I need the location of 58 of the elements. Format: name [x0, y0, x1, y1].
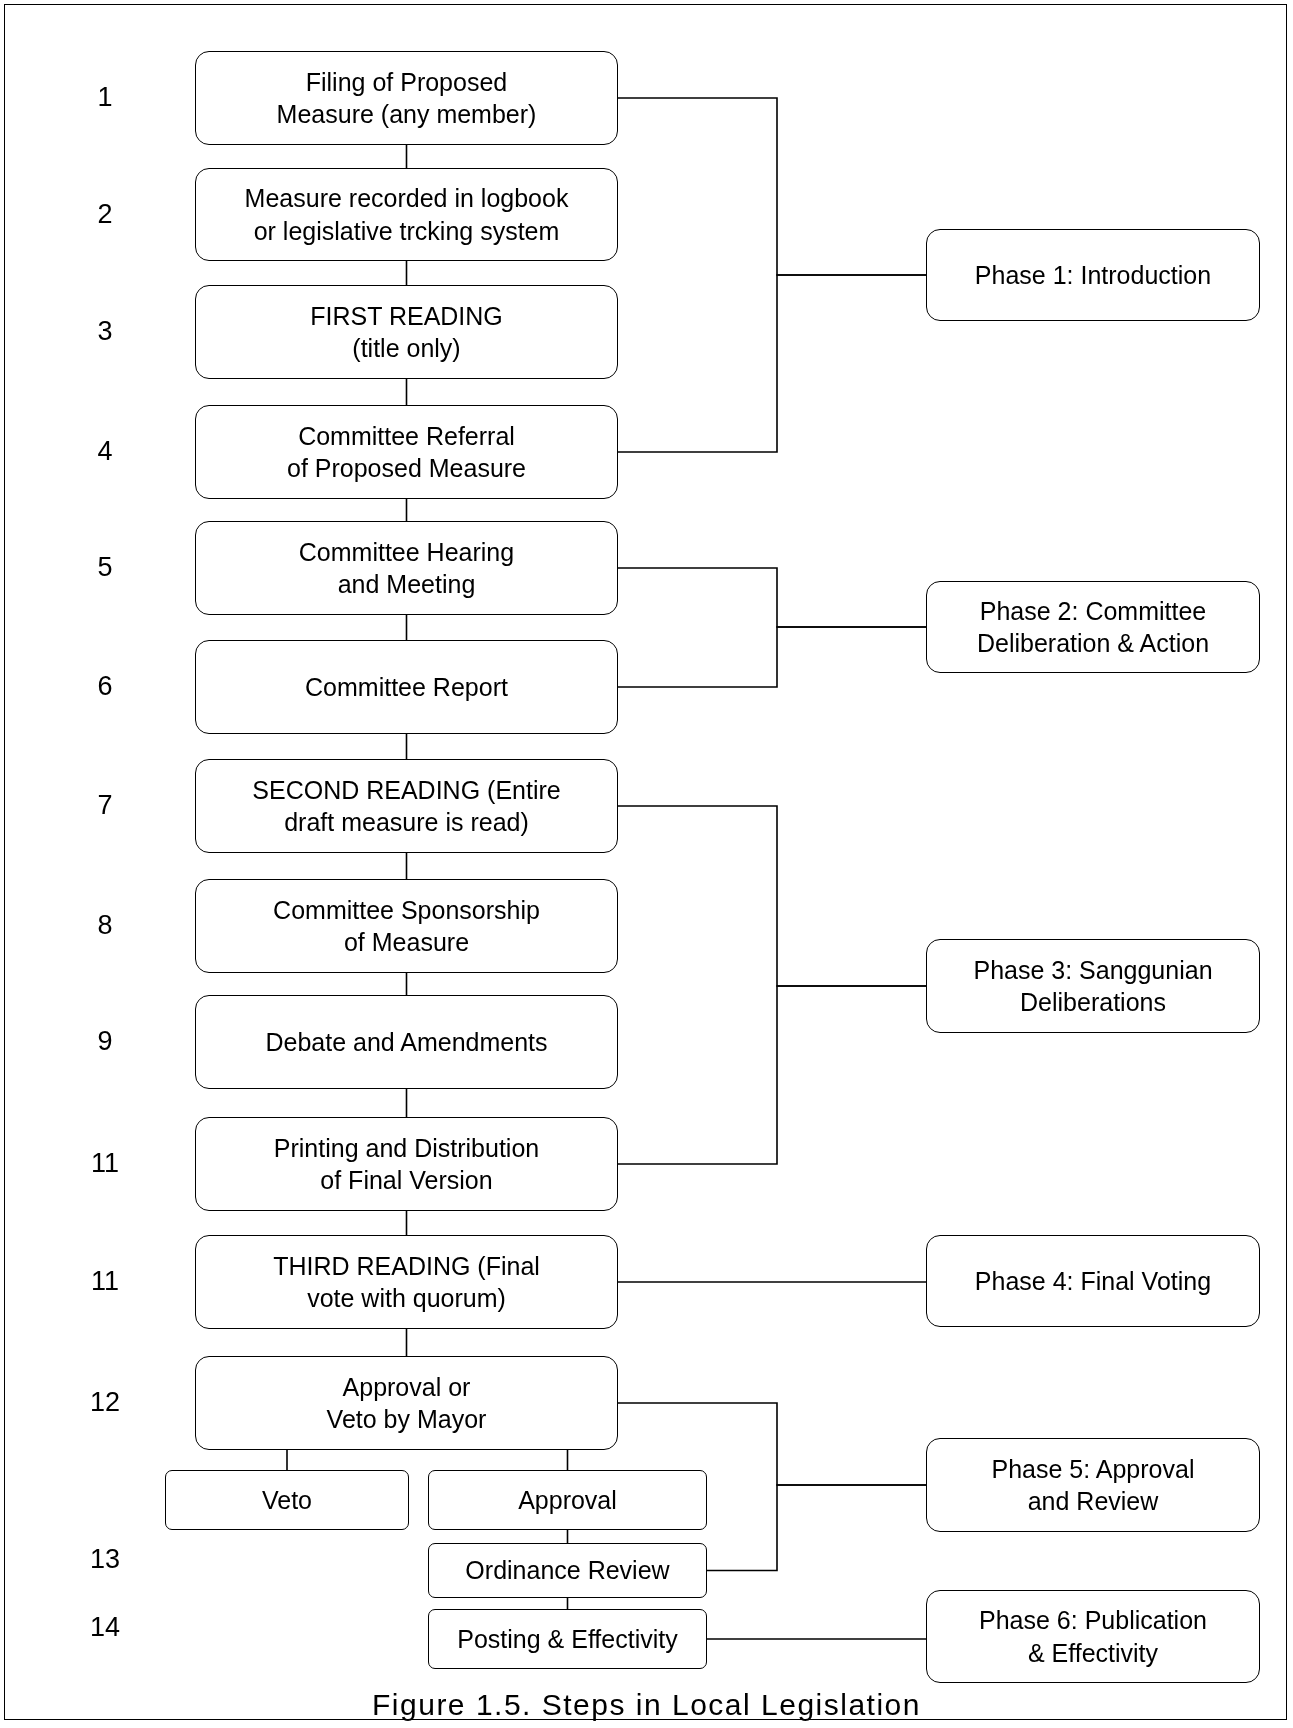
- step-box: Filing of Proposed Measure (any member): [195, 51, 618, 145]
- connector-line: [706, 1484, 927, 1572]
- connector-line: [405, 614, 408, 641]
- step-box: Measure recorded in logbook or legislative trcking system: [195, 168, 618, 261]
- step-box: Veto: [165, 1470, 409, 1530]
- step-box: SECOND READING (Entire draft measure is read): [195, 759, 618, 853]
- step-box: Committee Sponsorship of Measure: [195, 879, 618, 973]
- step-number: 1: [96, 82, 114, 113]
- connector-line: [617, 985, 927, 1165]
- step-box: Debate and Amendments: [195, 995, 618, 1089]
- connector-line: [405, 972, 408, 996]
- step-number: 11: [90, 1266, 120, 1297]
- step-number: 3: [96, 316, 114, 347]
- step-number: 12: [88, 1387, 121, 1418]
- connector-line: [405, 733, 408, 760]
- connector-line: [617, 274, 927, 453]
- connector-line: [566, 1597, 569, 1610]
- connector-line: [405, 1210, 408, 1236]
- connector-line: [566, 1529, 569, 1544]
- connector-line: [286, 1449, 288, 1471]
- step-box: Posting & Effectivity: [428, 1609, 707, 1669]
- step-box: THIRD READING (Final vote with quorum): [195, 1235, 618, 1329]
- step-box: Committee Referral of Proposed Measure: [195, 405, 618, 499]
- step-number: 11: [90, 1148, 120, 1179]
- step-box: Approval: [428, 1470, 707, 1530]
- step-number: 6: [96, 671, 114, 702]
- connector-line: [405, 498, 408, 522]
- phase-box: Phase 6: Publication & Effectivity: [926, 1590, 1260, 1683]
- connector-line: [405, 852, 408, 880]
- step-box: Committee Report: [195, 640, 618, 734]
- phase-box: Phase 4: Final Voting: [926, 1235, 1260, 1327]
- step-number: 4: [96, 436, 114, 467]
- step-number: 13: [88, 1544, 121, 1575]
- connector-line: [706, 1638, 927, 1640]
- phase-box: Phase 1: Introduction: [926, 229, 1260, 321]
- connector-line: [405, 260, 408, 286]
- step-number: 7: [96, 790, 114, 821]
- step-box: Ordinance Review: [428, 1543, 707, 1598]
- step-number: 8: [96, 910, 114, 941]
- phase-box: Phase 2: Committee Deliberation & Action: [926, 581, 1260, 673]
- step-number: 2: [96, 198, 114, 230]
- connector-line: [617, 626, 927, 688]
- step-box: Printing and Distribution of Final Version: [195, 1117, 618, 1211]
- step-number: 5: [96, 552, 114, 583]
- step-box: Approval or Veto by Mayor: [195, 1356, 618, 1450]
- connector-line: [566, 1449, 569, 1471]
- caption: Figure 1.5. Steps in Local Legislation: [371, 1688, 922, 1722]
- step-box: FIRST READING (title only): [195, 285, 618, 379]
- connector-line: [405, 144, 408, 169]
- step-number: 14: [88, 1612, 121, 1643]
- connector-line: [405, 1088, 408, 1118]
- phase-box: Phase 5: Approval and Review: [926, 1438, 1260, 1532]
- connector-line: [405, 378, 408, 406]
- step-number: 9: [96, 1026, 114, 1057]
- phase-box: Phase 3: Sanggunian Deliberations: [926, 939, 1260, 1033]
- step-box: Committee Hearing and Meeting: [195, 521, 618, 615]
- connector-line: [405, 1328, 408, 1357]
- connector-line: [617, 1281, 927, 1283]
